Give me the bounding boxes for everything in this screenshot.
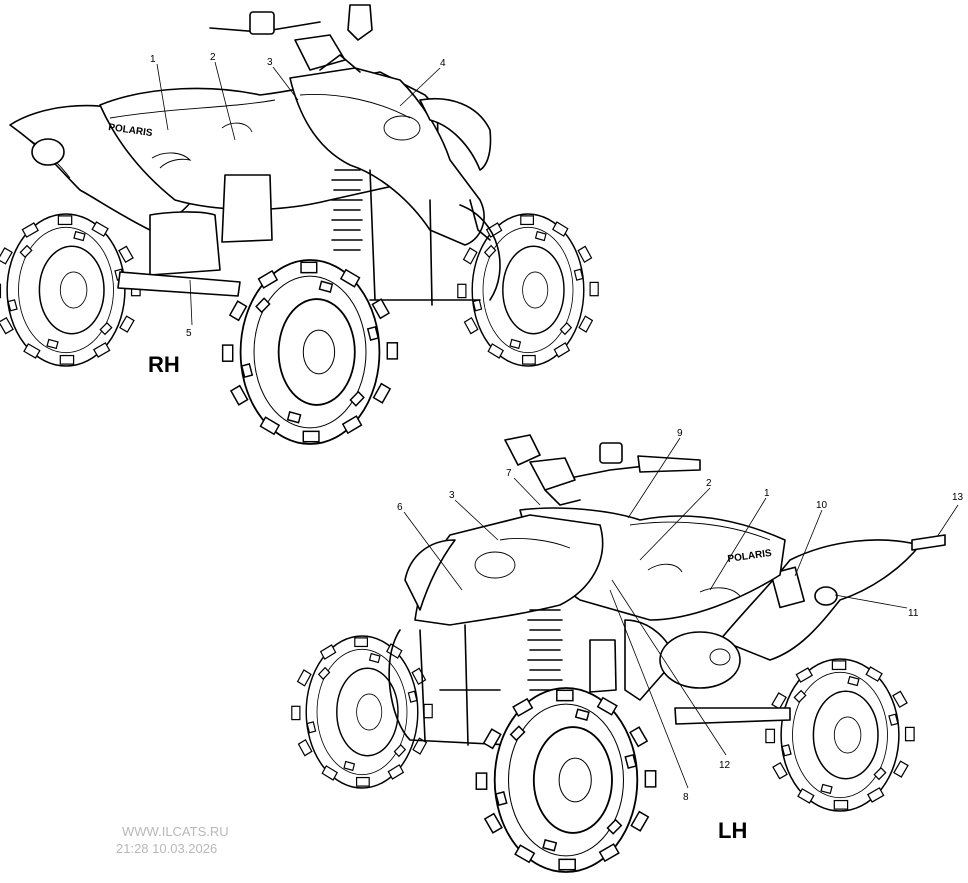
atv-left-side-view: POLARIS	[291, 434, 921, 873]
callout-1: 1	[764, 488, 770, 499]
callout-12: 12	[719, 760, 731, 771]
view-label-lh: LH	[718, 818, 747, 843]
callout-2: 2	[706, 478, 712, 489]
callout-2: 2	[210, 52, 216, 63]
callouts-right: 1 2 3 4 5	[150, 52, 446, 339]
watermark-timestamp: 21:28 10.03.2026	[116, 841, 217, 856]
callout-11: 11	[908, 608, 919, 619]
callout-3: 3	[267, 57, 273, 68]
callout-10: 10	[816, 500, 828, 511]
callout-8: 8	[683, 792, 689, 803]
callout-1: 1	[150, 54, 156, 65]
atv-right-side-view: POLARIS	[0, 4, 599, 445]
callouts-left: 9 7 2 1 13 6 3 10 11 12 8	[397, 428, 964, 803]
callout-3: 3	[449, 490, 455, 501]
watermark: WWW.ILCATS.RU 21:28 10.03.2026	[116, 824, 229, 856]
callout-5: 5	[186, 328, 192, 339]
callout-4: 4	[440, 58, 446, 69]
callout-7: 7	[506, 468, 512, 479]
view-label-rh: RH	[148, 352, 180, 377]
callout-9: 9	[677, 428, 683, 439]
watermark-site: WWW.ILCATS.RU	[122, 824, 229, 839]
callout-6: 6	[397, 502, 403, 513]
callout-13: 13	[952, 492, 964, 503]
